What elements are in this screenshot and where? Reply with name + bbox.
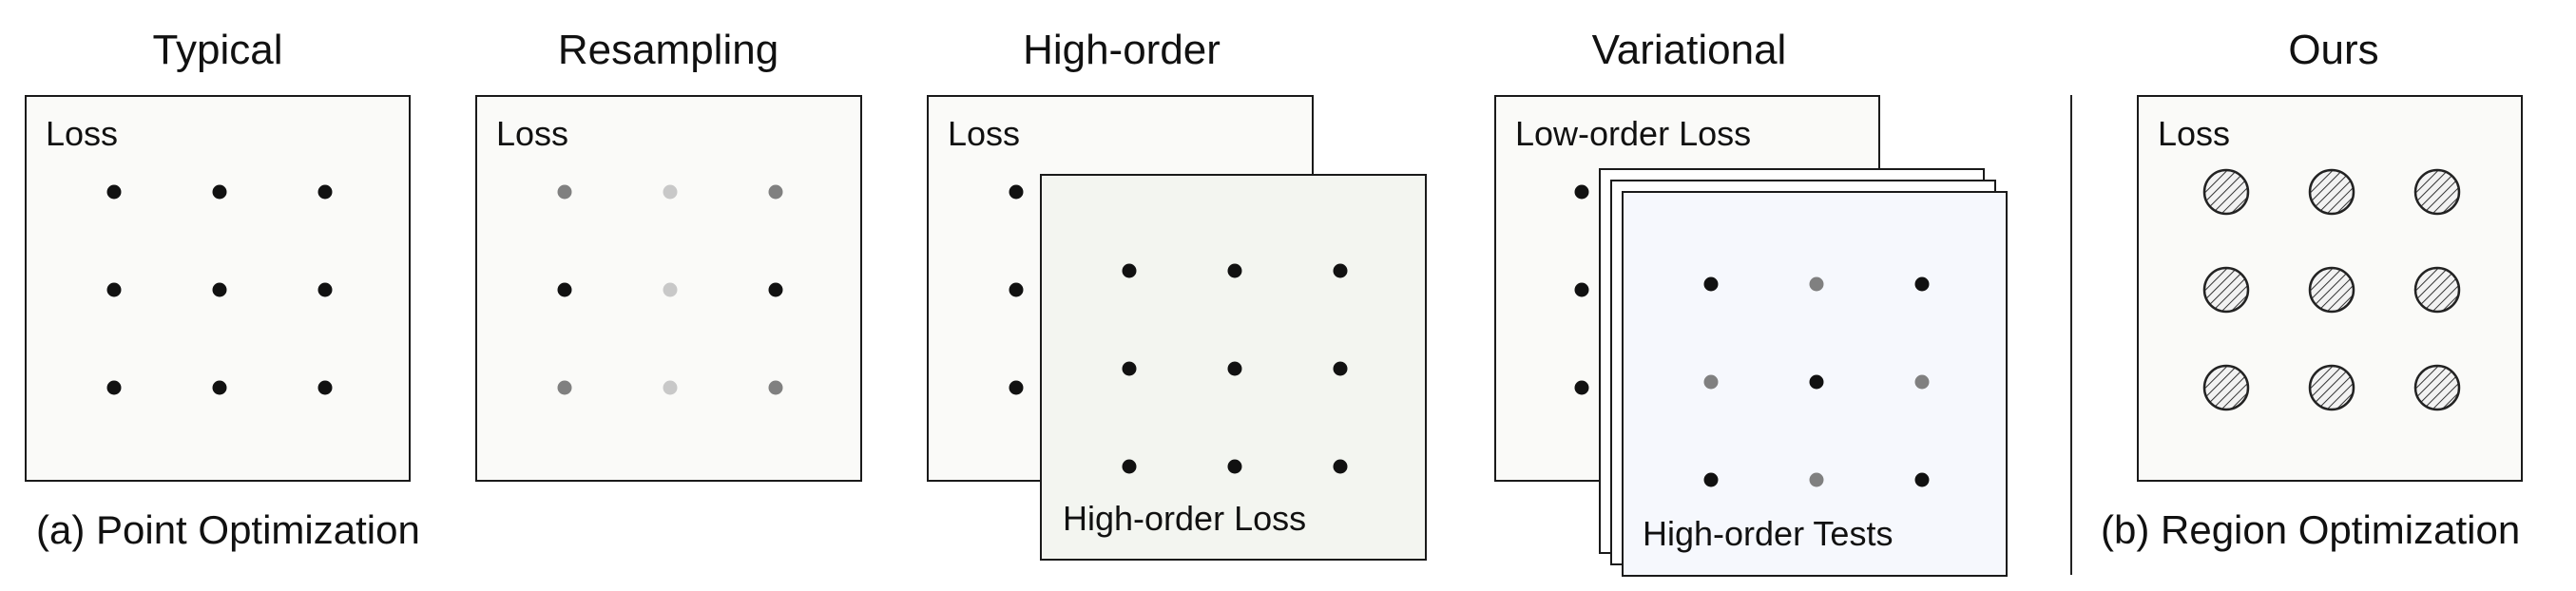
- sample-point: [1009, 380, 1024, 395]
- title-ours: Ours: [2288, 27, 2379, 73]
- sample-point: [1914, 374, 1930, 390]
- ours-panel: Loss: [2137, 95, 2523, 482]
- sample-point: [317, 282, 333, 297]
- sample-point: [1122, 459, 1137, 474]
- resampling-panel: Loss: [475, 95, 862, 482]
- sample-point: [1703, 374, 1719, 390]
- sample-point: [106, 184, 122, 200]
- sample-point: [1227, 459, 1242, 474]
- hatched-region-icon: [2202, 266, 2250, 314]
- section-divider: [2070, 95, 2072, 575]
- hatched-region-icon: [2308, 168, 2355, 216]
- sample-point: [1809, 374, 1824, 390]
- hatched-region-icon: [2413, 168, 2461, 216]
- hatched-region-icon: [2202, 168, 2250, 216]
- sample-point: [106, 380, 122, 395]
- sample-point: [212, 184, 227, 200]
- sample-point: [317, 380, 333, 395]
- hatched-region-icon: [2308, 364, 2355, 411]
- sample-point: [1009, 184, 1024, 200]
- high-order-front-panel: High-order Loss: [1040, 174, 1427, 561]
- sample-point: [1574, 282, 1589, 297]
- sample-point: [1703, 276, 1719, 292]
- sample-point: [1703, 472, 1719, 487]
- typical-loss-label: Loss: [46, 114, 119, 153]
- sample-point: [1227, 361, 1242, 376]
- variational-tests-label: High-order Tests: [1643, 514, 1894, 553]
- sample-point: [1574, 184, 1589, 200]
- sample-point: [663, 282, 678, 297]
- title-resampling: Resampling: [557, 27, 779, 73]
- hatched-region-icon: [2413, 266, 2461, 314]
- sample-point: [317, 184, 333, 200]
- sample-point: [768, 184, 783, 200]
- sample-point: [768, 380, 783, 395]
- resampling-loss-label: Loss: [496, 114, 569, 153]
- hatched-region-icon: [2413, 364, 2461, 411]
- variational-loss-label: Low-order Loss: [1515, 114, 1752, 153]
- sample-point: [1122, 361, 1137, 376]
- sample-point: [557, 184, 572, 200]
- sample-point: [1914, 276, 1930, 292]
- typical-panel: Loss: [25, 95, 411, 482]
- caption-point-optimization: (a) Point Optimization: [36, 507, 420, 552]
- sample-point: [663, 184, 678, 200]
- sample-point: [1333, 361, 1348, 376]
- title-variational: Variational: [1591, 27, 1787, 73]
- title-typical: Typical: [152, 27, 283, 73]
- variational-tests-panel: High-order Tests: [1622, 191, 2008, 577]
- title-high-order: High-order: [1023, 27, 1221, 73]
- sample-point: [557, 380, 572, 395]
- sample-point: [1009, 282, 1024, 297]
- sample-point: [212, 380, 227, 395]
- sample-point: [768, 282, 783, 297]
- ours-loss-label: Loss: [2158, 114, 2231, 153]
- hatched-region-icon: [2308, 266, 2355, 314]
- sample-point: [557, 282, 572, 297]
- sample-point: [106, 282, 122, 297]
- sample-point: [1809, 276, 1824, 292]
- sample-point: [1227, 263, 1242, 278]
- sample-point: [1914, 472, 1930, 487]
- sample-point: [1574, 380, 1589, 395]
- hatched-region-icon: [2202, 364, 2250, 411]
- high-order-loss-back-label: Loss: [948, 114, 1021, 153]
- sample-point: [1333, 459, 1348, 474]
- sample-point: [1122, 263, 1137, 278]
- sample-point: [1809, 472, 1824, 487]
- high-order-loss-front-label: High-order Loss: [1063, 499, 1307, 538]
- sample-point: [1333, 263, 1348, 278]
- sample-point: [663, 380, 678, 395]
- caption-region-optimization: (b) Region Optimization: [2101, 507, 2521, 552]
- sample-point: [212, 282, 227, 297]
